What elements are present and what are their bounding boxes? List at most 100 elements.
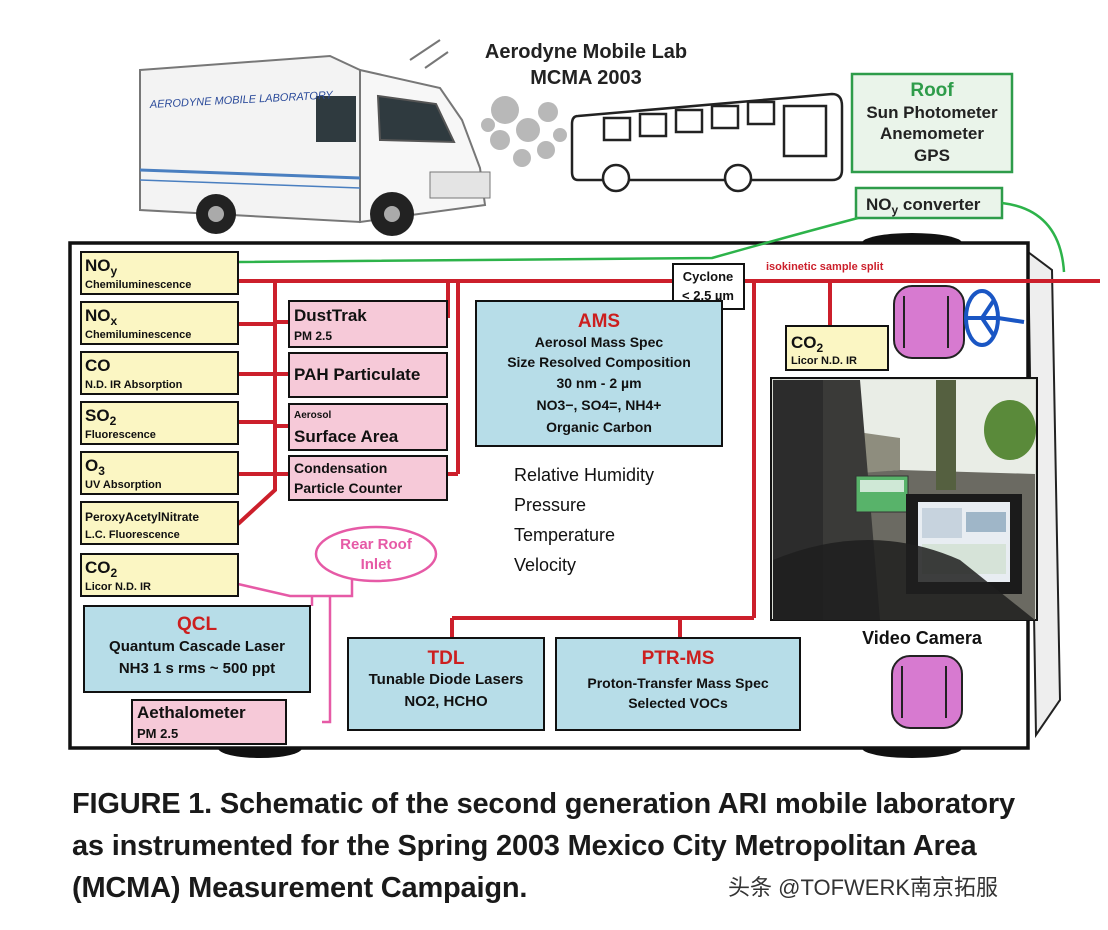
figure-caption: FIGURE 1. Schematic of the second genera… [72, 783, 1082, 909]
pink-rear-roof-line [237, 578, 354, 724]
caption-line-2: as instrumented for the Spring 2003 Mexi… [72, 830, 977, 862]
left-instrument-box: CO N.D. IR Absorption [80, 351, 239, 395]
driver-seat [893, 285, 965, 359]
svg-text:SO2: SO2 [85, 406, 117, 428]
caption-line-1: FIGURE 1. Schematic of the second genera… [72, 788, 1015, 820]
steering-wheel-icon [964, 289, 1025, 347]
green-noy-line [237, 201, 1066, 273]
left-instruments: NOyChemiluminescenceNOxChemiluminescence… [80, 251, 239, 597]
ams-line4: NO3−, SO4=, NH4+ [537, 397, 662, 413]
ams-title: AMS [578, 311, 620, 332]
isokinetic-label: isokinetic sample split [766, 261, 884, 273]
qcl-title: QCL [177, 614, 218, 635]
header-title: Aerodyne Mobile Lab [485, 41, 687, 63]
ptrms-line2: Selected VOCs [628, 695, 728, 711]
left-instrument-name: PeroxyAcetylNitrate [85, 510, 199, 524]
ams-line2: Size Resolved Composition [507, 354, 691, 370]
left-instrument-name: CO [85, 558, 111, 577]
video-camera-label: Video Camera [862, 628, 983, 648]
watermark: 头条 @TOFWERK南京拓服 [722, 868, 1005, 904]
left-instrument-name: SO [85, 406, 110, 425]
met-parameters: Relative Humidity Pressure Temperature V… [514, 465, 654, 575]
cpc-line2: Particle Counter [294, 480, 403, 496]
left-instrument-detail: Fluorescence [85, 429, 156, 441]
left-instrument-detail: Chemiluminescence [85, 329, 191, 341]
left-instrument-detail: L.C. Fluorescence [85, 529, 180, 541]
cpc-box: Condensation Particle Counter [288, 455, 448, 501]
left-instrument-subscript: 3 [98, 464, 105, 478]
cpc-line1: Condensation [294, 460, 387, 476]
left-instrument-subscript: 2 [111, 566, 118, 580]
left-instrument-detail: Chemiluminescence [85, 279, 191, 291]
left-instrument-subscript: 2 [110, 414, 117, 428]
qcl-line2: NH3 1 s rms ~ 500 ppt [119, 660, 275, 677]
aethalometer-detail: PM 2.5 [137, 726, 178, 741]
co2-right-box: CO2 Licor N.D. IR [785, 325, 889, 371]
svg-text:CO2: CO2 [791, 333, 824, 355]
svg-text:CO2: CO2 [85, 558, 118, 580]
met-velocity: Velocity [514, 555, 576, 575]
cyclone-line2: < 2.5 µm [682, 288, 734, 303]
ptrms-line1: Proton-Transfer Mass Spec [587, 675, 768, 691]
svg-text:CO: CO [85, 356, 111, 375]
noy-converter-box: NOy converter [854, 186, 1004, 220]
tdl-line2: NO2, HCHO [404, 693, 488, 710]
roof-item-sun-photometer: Sun Photometer [866, 103, 998, 122]
tdl-line1: Tunable Diode Lasers [369, 671, 524, 688]
dusttrak-detail: PM 2.5 [294, 329, 332, 343]
left-instrument-name: CO [85, 356, 111, 375]
roof-item-gps: GPS [914, 146, 950, 165]
tdl-title: TDL [428, 648, 465, 669]
svg-text:O3: O3 [85, 456, 105, 478]
aethalometer-title: Aethalometer [137, 703, 246, 722]
ams-line3: 30 nm - 2 µm [556, 375, 641, 391]
caption-line-3: (MCMA) Measurement Campaign. [72, 872, 528, 904]
left-instrument-subscript: x [111, 314, 118, 328]
left-instrument-subscript: y [111, 264, 118, 278]
svg-text:NOx: NOx [85, 306, 118, 328]
bus-outline [570, 92, 844, 193]
qcl-line1: Quantum Cascade Laser [109, 638, 285, 655]
qcl-box: QCL Quantum Cascade Laser NH3 1 s rms ~ … [83, 605, 311, 693]
red-sample-tubes [234, 279, 1100, 638]
van-illustration: AERODYNE MOBILE LABORATORY [139, 39, 491, 236]
ams-line5: Organic Carbon [546, 419, 652, 435]
dusttrak-box: DustTrak PM 2.5 [288, 300, 448, 348]
passenger-seat [891, 655, 963, 729]
header-subtitle: MCMA 2003 [530, 67, 642, 89]
roof-title: Roof [910, 80, 954, 101]
aerosol-small: Aerosol [294, 410, 331, 421]
rear-roof-inlet-line1: Rear Roof [340, 536, 413, 553]
cyclone-line1: Cyclone [683, 269, 734, 284]
dusttrak-title: DustTrak [294, 306, 367, 325]
met-pressure: Pressure [514, 495, 586, 515]
left-instrument-detail: Licor N.D. IR [85, 581, 151, 593]
met-temperature: Temperature [514, 525, 615, 545]
noy-converter-sub: y [892, 203, 899, 217]
roof-item-anemometer: Anemometer [880, 124, 984, 143]
rear-roof-inlet: Rear Roof Inlet [314, 525, 438, 583]
noy-converter-post: converter [898, 195, 981, 214]
aerosol-title: Surface Area [294, 427, 399, 446]
co2-right-main: CO [791, 333, 817, 352]
rear-roof-inlet-line2: Inlet [361, 556, 392, 573]
left-instrument-detail: N.D. IR Absorption [85, 379, 183, 391]
ams-line1: Aerosol Mass Spec [535, 334, 664, 350]
left-instrument-detail: UV Absorption [85, 479, 162, 491]
met-relative-humidity: Relative Humidity [514, 465, 654, 485]
ams-box: AMS Aerosol Mass Spec Size Resolved Comp… [475, 300, 723, 447]
svg-text:NOy: NOy [85, 256, 118, 278]
noy-converter-pre: NO [866, 195, 892, 214]
pah-title: PAH Particulate [294, 365, 420, 384]
tdl-box: TDL Tunable Diode Lasers NO2, HCHO [347, 637, 545, 731]
aethalometer-box: Aethalometer PM 2.5 [131, 699, 287, 745]
roof-instruments-box: Roof Sun Photometer Anemometer GPS [850, 72, 1014, 174]
pah-box: PAH Particulate [288, 352, 448, 398]
